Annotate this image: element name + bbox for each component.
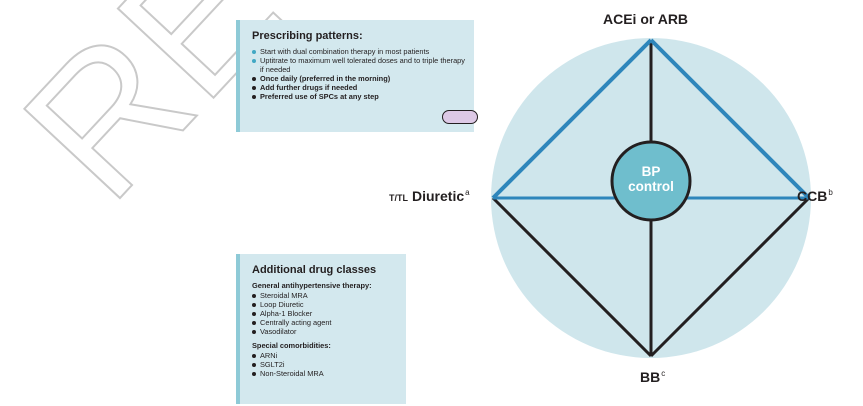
- ccb-text: CCB: [797, 188, 828, 204]
- pill-icon: [442, 110, 478, 124]
- prescribing-item: Uptitrate to maximum well tolerated dose…: [252, 56, 466, 74]
- general-heading: General antihypertensive therapy:: [252, 281, 372, 290]
- bp-label-line2: control: [628, 179, 674, 194]
- general-item: Steroidal MRA: [252, 291, 398, 300]
- bp-control-circle: [610, 140, 692, 222]
- ccb-superscript: b: [828, 188, 833, 198]
- acei-diuretic-line: [491, 38, 653, 200]
- general-item: Vasodilator: [252, 327, 398, 336]
- bp-control-label: BP control: [612, 164, 690, 194]
- general-item: Centrally acting agent: [252, 318, 398, 327]
- bb-label: BBc: [640, 369, 665, 385]
- prescribing-item: Once daily (preferred in the morning): [252, 74, 466, 83]
- special-item: Non-Steroidal MRA: [252, 369, 398, 378]
- general-list: Steroidal MRA Loop Diuretic Alpha-1 Bloc…: [252, 291, 398, 336]
- prescribing-item: Preferred use of SPCs at any step: [252, 92, 466, 101]
- diuretic-prefix: T/TL: [389, 193, 408, 203]
- prescribing-item: Add further drugs if needed: [252, 83, 466, 92]
- special-item: SGLT2i: [252, 360, 398, 369]
- additional-drug-classes-box: Additional drug classes General antihype…: [236, 254, 406, 404]
- bb-superscript: c: [661, 369, 666, 379]
- prescribing-list: Start with dual combination therapy in m…: [252, 47, 466, 101]
- ccb-label: CCBb: [797, 188, 833, 204]
- ccb-bb-line: [649, 196, 811, 358]
- diuretic-bb-line: [491, 196, 653, 358]
- special-heading: Special comorbidities:: [252, 341, 331, 350]
- additional-title: Additional drug classes: [252, 264, 377, 276]
- bp-label-line1: BP: [641, 164, 661, 179]
- acei-arb-label: ACEi or ARB: [603, 11, 688, 27]
- acei-arb-text: ACEi or ARB: [603, 11, 689, 27]
- general-item: Loop Diuretic: [252, 300, 398, 309]
- prescribing-title: Prescribing patterns:: [252, 30, 363, 42]
- acei-ccb-line: [649, 38, 811, 200]
- special-list: ARNi SGLT2i Non-Steroidal MRA: [252, 351, 398, 378]
- diuretic-label: T/TL Diuretica: [389, 188, 470, 204]
- diuretic-text: Diuretic: [412, 188, 465, 204]
- diuretic-superscript: a: [465, 188, 470, 198]
- bb-text: BB: [640, 369, 661, 385]
- prescribing-patterns-box: Prescribing patterns: Start with dual co…: [236, 20, 474, 132]
- prescribing-item: Start with dual combination therapy in m…: [252, 47, 466, 56]
- special-item: ARNi: [252, 351, 398, 360]
- general-item: Alpha-1 Blocker: [252, 309, 398, 318]
